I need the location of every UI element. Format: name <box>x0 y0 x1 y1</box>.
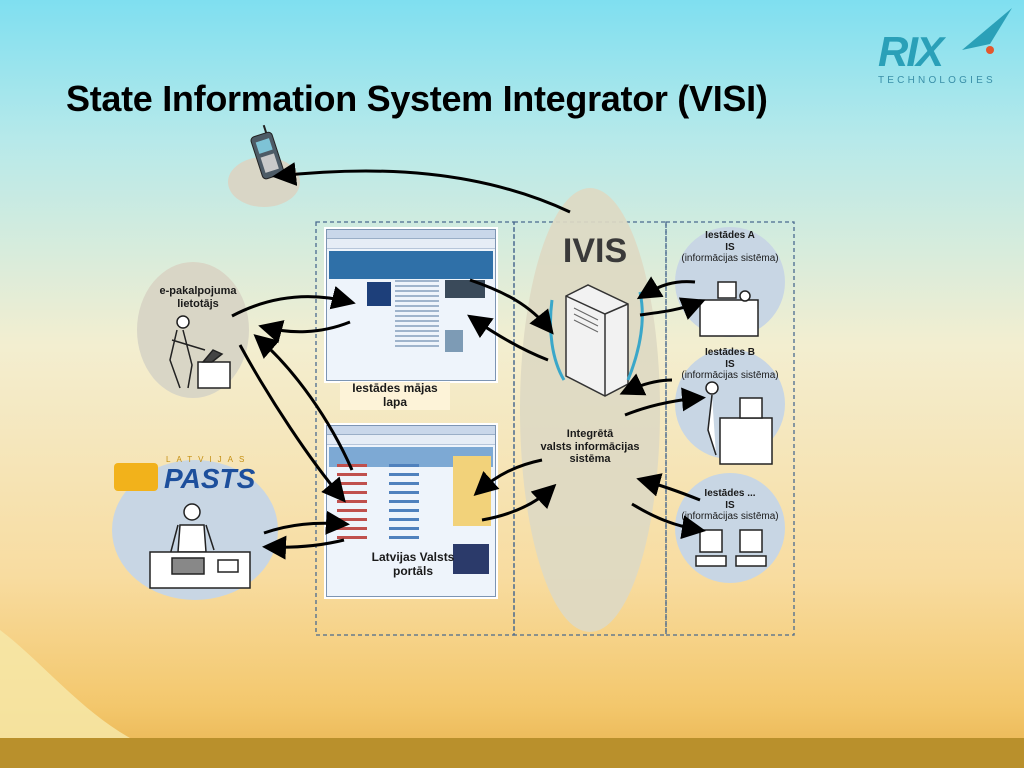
slide-title: State Information System Integrator (VIS… <box>66 78 768 119</box>
arrow-post-to-portal <box>263 510 350 535</box>
arrow-portal-to-post <box>262 535 345 560</box>
ivis-ellipse <box>520 188 660 632</box>
envelope-icon <box>114 463 158 491</box>
arrow-user-to-portal <box>238 344 346 503</box>
logo-tagline: TECHNOLOGIES <box>878 75 996 86</box>
arrow-portal-to-ivis <box>481 483 557 522</box>
user-figure-icon <box>169 315 231 389</box>
arrow-ivis-to-homepage <box>467 314 549 362</box>
arrow-ivis-to-phone <box>272 162 571 214</box>
post-worker-icon <box>149 503 251 589</box>
arrow-b-to-ivis <box>619 373 673 396</box>
arrow-c-to-ivis <box>636 473 701 502</box>
decorative-swoosh <box>0 630 130 738</box>
latvijas-pasts-logo: LATVIJAS PASTS <box>112 455 277 497</box>
rix-logo: RIX <box>878 28 944 75</box>
arrow-ivis-to-c <box>631 502 706 540</box>
arrow-a-to-ivis <box>636 276 696 300</box>
web-frame <box>315 221 515 636</box>
arrow-user-to-homepage <box>231 285 356 318</box>
arrow-ivis-to-b <box>624 387 706 417</box>
portal-screenshot <box>326 425 496 597</box>
logo-swoosh-icon <box>962 8 1012 54</box>
arrow-homepage-to-ivis <box>469 278 554 335</box>
ivis-server-icon <box>549 284 644 397</box>
arrow-homepage-to-user <box>258 320 351 344</box>
institution-a-figure-icon <box>699 281 759 337</box>
bottom-band <box>0 738 1024 768</box>
arrow-ivis-to-portal <box>473 458 543 497</box>
arrow-portal-to-user <box>253 334 354 471</box>
institution-b-figure-icon <box>705 381 773 465</box>
institutions-frame <box>665 221 795 636</box>
institution-c-caption: Iestādes ...IS(informācijas sistēma) <box>681 488 779 522</box>
ivis-label: IVIS <box>562 232 628 270</box>
arrow-ivis-to-a <box>639 297 706 320</box>
